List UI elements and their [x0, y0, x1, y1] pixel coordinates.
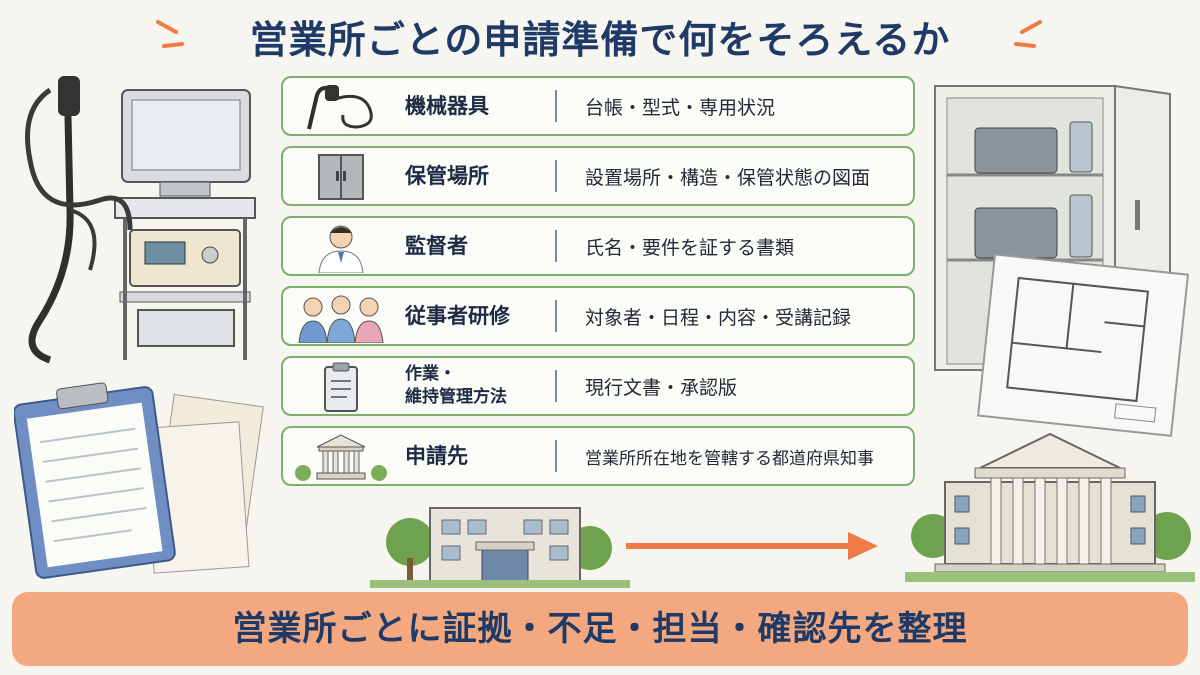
storage-cabinet-illustration [934, 84, 1171, 372]
requirement-row-application-office: 申請先 営業所所在地を管轄する都道府県知事 [281, 426, 915, 486]
requirement-row-supervisor: 監督者 氏名・要件を証する書類 [281, 216, 915, 276]
summary-banner: 営業所ごとに証拠・不足・担当・確認先を整理 [12, 592, 1188, 666]
requirement-row-maintenance-method: 作業・ 維持管理方法 現行文書・承認版 [281, 356, 915, 416]
separator [555, 370, 557, 402]
requirement-name: 保管場所 [405, 164, 489, 188]
endoscope-system-illustration [25, 76, 256, 364]
cabinet-icon [318, 154, 364, 200]
requirement-desc: 現行文書・承認版 [585, 376, 738, 399]
separator [555, 440, 557, 472]
separator [555, 230, 557, 262]
accent-spark-left-icon [156, 20, 184, 48]
endoscope-icon [307, 85, 373, 130]
requirement-row-equipment: 機械器具 台帳・型式・専用状況 [281, 76, 915, 136]
requirement-desc: 氏名・要件を証する書類 [585, 236, 795, 259]
page-title: 営業所ごとの申請準備で何をそろえるか [249, 18, 951, 62]
separator [555, 160, 557, 192]
requirement-desc: 台帳・型式・専用状況 [585, 96, 776, 119]
requirement-name: 申請先 [405, 444, 468, 468]
prefectural-office-illustration [905, 432, 1195, 582]
requirement-name: 監督者 [405, 234, 468, 258]
requirement-row-storage: 保管場所 設置場所・構造・保管状態の図面 [281, 146, 915, 206]
government-building-icon [295, 434, 387, 481]
requirement-name: 従事者研修 [405, 304, 510, 328]
clipboard-documents-illustration [14, 382, 264, 579]
separator [555, 300, 557, 332]
accent-spark-right-icon [1014, 20, 1042, 48]
requirement-desc: 対象者・日程・内容・受講記録 [585, 306, 852, 329]
arrow-right-icon [626, 532, 878, 560]
staff-group-icon [298, 295, 384, 343]
requirement-desc: 設置場所・構造・保管状態の図面 [585, 166, 871, 189]
separator [555, 90, 557, 122]
clipboard-icon [324, 362, 358, 412]
floor-plan-illustration [976, 253, 1190, 437]
requirement-name: 作業・ 維持管理方法 [405, 364, 507, 407]
office-building-illustration [370, 507, 630, 588]
supervisor-icon [318, 225, 364, 273]
requirement-name: 機械器具 [405, 94, 489, 118]
requirement-desc: 営業所所在地を管轄する都道府県知事 [585, 448, 874, 469]
requirement-row-staff-training: 従事者研修 対象者・日程・内容・受講記録 [281, 286, 915, 346]
